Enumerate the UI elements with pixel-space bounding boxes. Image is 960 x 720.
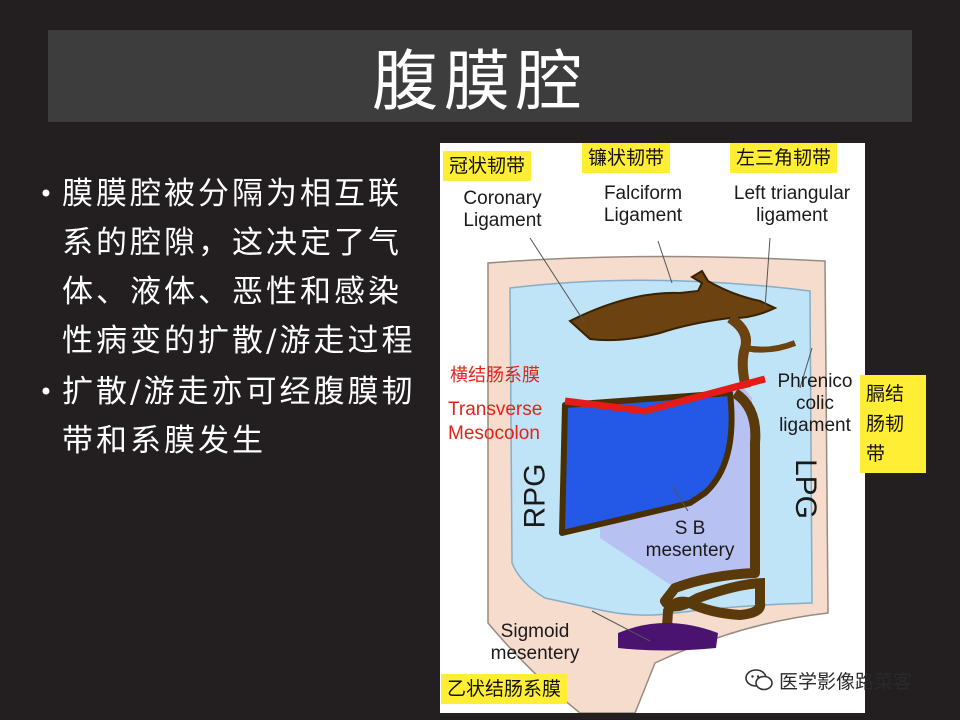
- bullet-text: 膜膜腔被分隔为相互联系的腔隙，这决定了气体、液体、恶性和感染性病变的扩散/游走过…: [62, 176, 416, 359]
- phrenicocolic-pointer: [799, 347, 813, 389]
- watermark: 医学影像路菜客: [745, 665, 912, 695]
- falciform-pointer: [657, 240, 673, 284]
- bullet-item: • 扩散/游走亦可经腹膜韧带和系膜发生: [30, 368, 425, 466]
- label-left-triangular-en: Left triangular ligament: [733, 183, 851, 226]
- watermark-text: 医学影像路菜客: [779, 670, 913, 693]
- peritoneal-diagram: 冠状韧带 镰状韧带 左三角韧带 乙状结肠系膜 Coronary Ligament…: [440, 143, 865, 713]
- label-coronary-en: Coronary Ligament: [463, 188, 542, 231]
- transverse-mesocolon-line: [564, 375, 766, 415]
- mesentery-root: [660, 388, 766, 612]
- sigmoid-mesentery-region: [618, 623, 718, 651]
- label-sigmoid-en: Sigmoid mesentery: [490, 621, 580, 664]
- bullet-text: 扩散/游走亦可经腹膜韧带和系膜发生: [62, 374, 416, 459]
- label-sigmoid-cn: 乙状结肠系膜: [441, 674, 568, 704]
- label-transverse-mesocolon-cn: 横结肠系膜: [450, 365, 540, 386]
- label-rpg: RPG: [518, 463, 552, 529]
- left-triangular-pointer: [764, 237, 771, 309]
- slide-title: 腹膜腔: [372, 43, 588, 120]
- sigmoid-pointer: [591, 610, 651, 642]
- label-transverse-mesocolon-en-2: Mesocolon: [448, 423, 540, 444]
- wechat-icon: [745, 669, 773, 691]
- label-coronary-cn: 冠状韧带: [443, 151, 532, 181]
- label-transverse-mesocolon-en-1: Transverse: [448, 399, 543, 420]
- label-falciform-en: Falciform Ligament: [603, 183, 683, 226]
- title-bar: 腹膜腔: [48, 30, 912, 122]
- sigmoid-loop: [661, 583, 766, 644]
- phrenicocolic-ligament: [744, 340, 797, 353]
- bullet-list: • 膜膜腔被分隔为相互联系的腔隙，这决定了气体、液体、恶性和感染性病变的扩散/游…: [30, 170, 425, 468]
- label-sb-mesentery-en: S B mesentery: [645, 518, 735, 561]
- bullet-item: • 膜膜腔被分隔为相互联系的腔隙，这决定了气体、液体、恶性和感染性病变的扩散/游…: [30, 170, 425, 366]
- bullet-dot-icon: •: [38, 378, 54, 406]
- liver-shape: [568, 269, 778, 342]
- diagram-drawing: [487, 237, 829, 713]
- label-lpg: LPG: [789, 458, 823, 520]
- coronary-pointer: [529, 237, 586, 324]
- rpg-region: [559, 390, 735, 536]
- label-phrenicocolic-cn: 膈结肠韧带: [860, 375, 926, 473]
- label-phrenicocolic-en: Phrenico colic ligament: [777, 371, 853, 436]
- label-left-triangular-cn: 左三角韧带: [730, 143, 838, 173]
- label-falciform-cn: 镰状韧带: [582, 143, 671, 173]
- sb-pointer: [671, 485, 689, 512]
- bullet-dot-icon: •: [38, 180, 54, 208]
